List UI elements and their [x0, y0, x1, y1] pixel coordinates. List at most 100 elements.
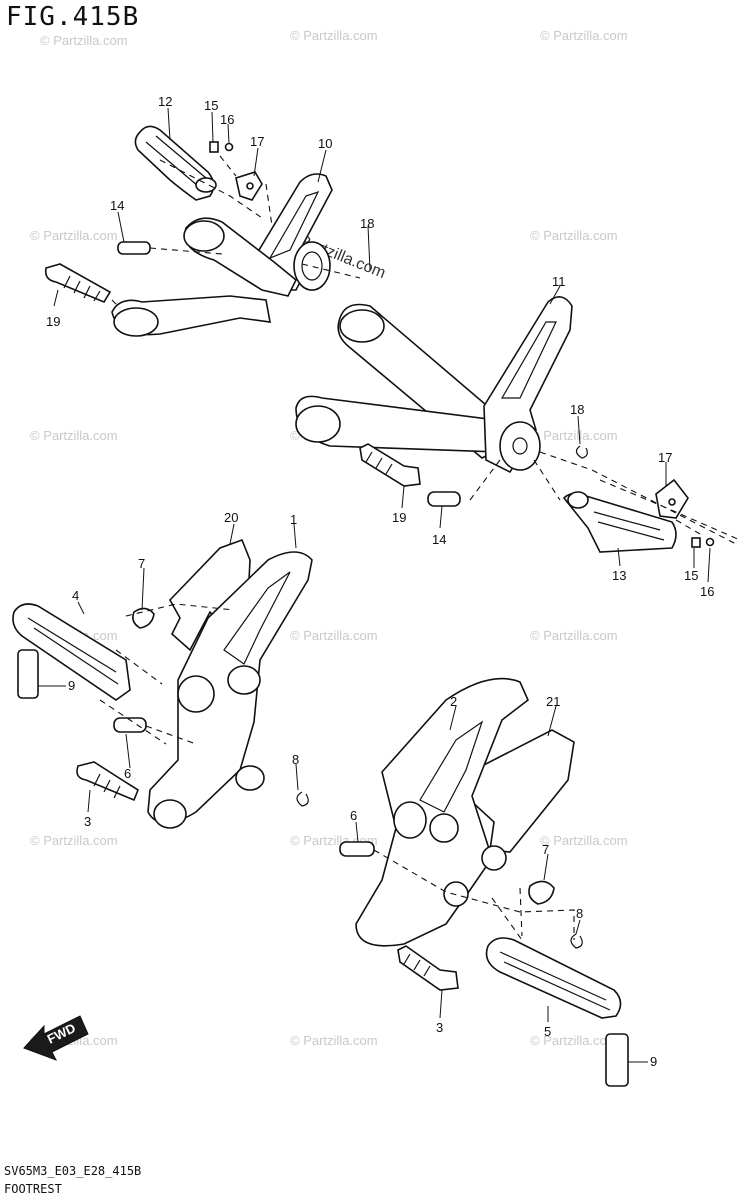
- footrest-ridges: [145, 135, 207, 187]
- watermark: © Partzilla.com: [290, 28, 378, 43]
- callout-21: 21: [546, 694, 560, 709]
- pivot-boss: [499, 421, 541, 471]
- watermark: © Partzilla.com: [30, 833, 118, 848]
- ball-part-16: [224, 142, 234, 152]
- footrest-13-ridges: [593, 511, 665, 541]
- bolt-part-3: [76, 761, 139, 802]
- bracket-1-boss-mid: [227, 665, 261, 695]
- watermark: © Partzilla.com: [30, 428, 118, 443]
- bolt-part-3-right: [397, 945, 459, 991]
- pin-part-6-right: [339, 841, 375, 857]
- callout-4: 4: [72, 588, 79, 603]
- callout-7-right: 7: [542, 842, 549, 857]
- spring-part-15: [209, 141, 219, 153]
- callout-17-right: 17: [658, 450, 672, 465]
- pin-part-6: [113, 717, 147, 733]
- callout-16: 16: [220, 112, 234, 127]
- watermark: © Partzilla.com: [290, 628, 378, 643]
- rear-bracket-assembly-left: [44, 125, 361, 337]
- watermark: © Partzilla.com: [540, 833, 628, 848]
- clip-part-18: [575, 445, 588, 459]
- assembly-guide-lines: [111, 155, 361, 309]
- bracket-2-boss-lower: [443, 881, 469, 907]
- footrest-4-ridges: [27, 617, 119, 685]
- callout-17: 17: [250, 134, 264, 149]
- fwd-arrow-icon: [23, 1015, 89, 1061]
- mount-collar-upper: [183, 220, 225, 252]
- mount-collar-bore: [301, 251, 323, 281]
- assembly-guide-lines-front-right: [373, 849, 575, 941]
- pin-part-14-right: [427, 491, 461, 507]
- callout-7: 7: [138, 556, 145, 571]
- callout-18: 18: [360, 216, 374, 231]
- spring-part-15-right: [691, 537, 701, 548]
- callout-15: 15: [204, 98, 218, 113]
- callout-11: 11: [552, 274, 566, 289]
- callout-15-right: 15: [684, 568, 698, 583]
- bracket-1-peg: [235, 765, 265, 791]
- footrest-5-ridges: [499, 951, 611, 1011]
- mount-collar-rear: [293, 241, 331, 291]
- drawing-code: SV65M3_E03_E28_415B: [4, 1164, 142, 1178]
- assembly-guide-lines-right: [469, 451, 737, 546]
- watermark: © Partzilla.com: [530, 228, 618, 243]
- bolt-part-19-right: [359, 443, 421, 487]
- callout-9-right: 9: [650, 1054, 657, 1069]
- callout-14: 14: [110, 198, 124, 213]
- callout-1: 1: [290, 512, 297, 527]
- bracket-2-peg: [481, 845, 507, 871]
- bolt-thread-right: [365, 451, 393, 475]
- footrest-part-12: [134, 125, 215, 201]
- watermark: © Partzilla.com: [290, 1033, 378, 1048]
- spring-part-7: [132, 607, 155, 629]
- callout-13: 13: [612, 568, 626, 583]
- bracket-1-cutout: [223, 571, 291, 665]
- callout-12: 12: [158, 94, 172, 109]
- watermark: © Partzilla.com: [540, 28, 628, 43]
- pin-part-14: [117, 241, 151, 255]
- callout-2: 2: [450, 694, 457, 709]
- rubber-part-9: [17, 649, 39, 699]
- pivot-hole: [512, 437, 528, 455]
- watermark: © Partzilla.com: [40, 33, 128, 48]
- callout-3-right: 3: [436, 1020, 443, 1035]
- callout-9: 9: [68, 678, 75, 693]
- bracket-1-boss-lower: [153, 799, 187, 829]
- mount-collar-lower-right: [295, 405, 341, 443]
- bracket-2-boss-mid: [429, 813, 459, 843]
- footrest-13-pivot: [567, 491, 589, 509]
- watermark: © Partzilla.com: [30, 228, 118, 243]
- bolt-3-thread-right: [403, 953, 431, 977]
- callout-19: 19: [46, 314, 60, 329]
- footrest-part-5: [485, 937, 622, 1019]
- bracket-cutout: [268, 190, 320, 260]
- bracket-2-boss-upper: [393, 801, 427, 839]
- footrest-part-4: [12, 603, 131, 701]
- callout-5: 5: [544, 1024, 551, 1039]
- footrest-pivot: [195, 177, 217, 193]
- plate-hole: [246, 182, 254, 190]
- plate-hole-right: [668, 498, 676, 506]
- watermark: © Partzilla.com: [530, 428, 618, 443]
- bolt-thread: [63, 275, 101, 302]
- bolt-3-thread: [93, 773, 121, 799]
- bracket-cutout-right: [500, 321, 557, 399]
- spring-part-7-right: [528, 880, 555, 905]
- callout-3: 3: [84, 814, 91, 829]
- watermark: © Partzilla.com: [530, 1033, 618, 1048]
- callout-10: 10: [318, 136, 332, 151]
- clip-part-8-right: [570, 933, 583, 949]
- callout-14-right: 14: [432, 532, 446, 547]
- callout-6: 6: [124, 766, 131, 781]
- clip-part-8: [296, 791, 309, 807]
- figure-title: FIG.415B: [6, 2, 140, 32]
- bracket-2-cutout: [419, 720, 484, 813]
- cover-part-21: [469, 729, 575, 853]
- rubber-part-9-right: [605, 1033, 629, 1087]
- mount-collar-upper-right: [339, 309, 385, 343]
- bracket-1-boss-upper: [177, 675, 215, 713]
- watermark: © Partzilla.com: [530, 628, 618, 643]
- figure-caption: FOOTREST: [4, 1182, 62, 1196]
- callout-20: 20: [224, 510, 238, 525]
